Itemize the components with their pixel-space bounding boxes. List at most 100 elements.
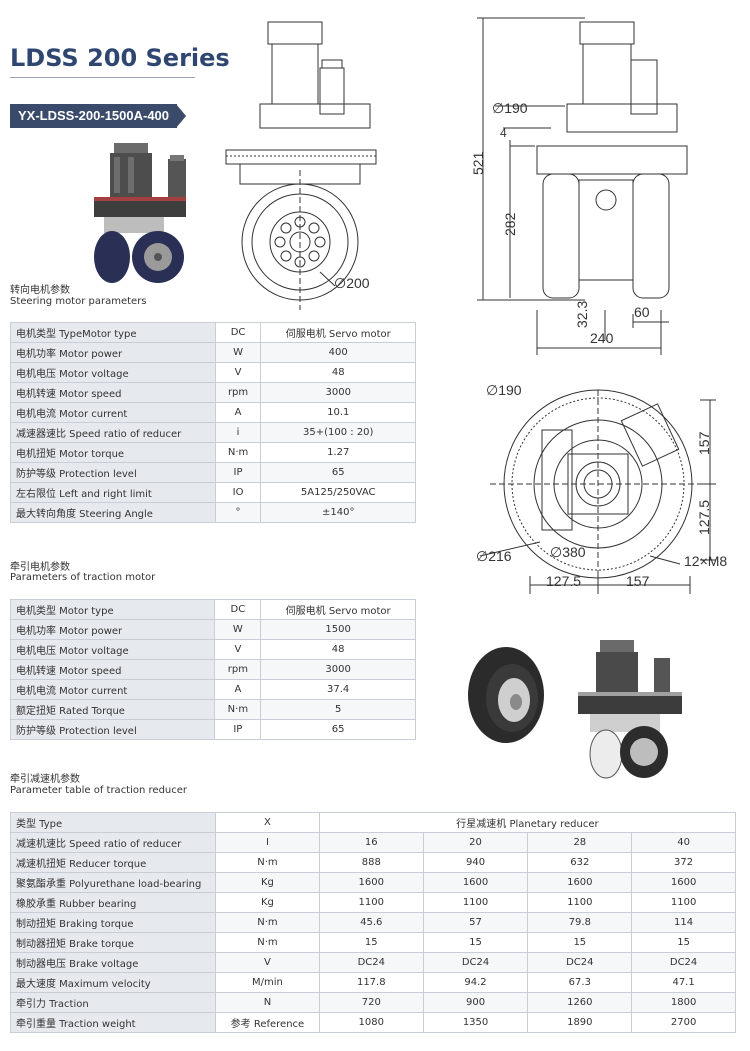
row-value: 65: [260, 462, 416, 483]
row-unit: A: [214, 402, 262, 423]
row-value: 1100: [631, 892, 736, 913]
row-label: 制动器扭矩 Brake torque: [10, 932, 216, 953]
row-unit: rpm: [214, 659, 262, 680]
side-wheel-width: 60: [634, 304, 650, 320]
top-ring-diameter: ∅380: [550, 544, 586, 560]
row-value: 400: [260, 342, 416, 363]
row-value: 15: [318, 932, 424, 953]
row-value: 伺服电机 Servo motor: [260, 322, 416, 343]
row-label: 聚氨酯承重 Polyurethane load-bearing: [10, 872, 216, 893]
reducer-title-en: Parameter table of traction reducer: [10, 785, 188, 796]
row-value: 3000: [260, 382, 416, 403]
row-value: 1600: [422, 872, 529, 893]
row-value: 37.4: [260, 679, 416, 700]
row-label: 电机电压 Motor voltage: [10, 362, 216, 383]
side-view-drawing: [477, 17, 688, 355]
row-label: 电机电流 Motor current: [10, 402, 216, 423]
row-value: 372: [631, 852, 736, 873]
row-value: 1600: [318, 872, 424, 893]
row-unit: V: [214, 952, 320, 973]
steering-title-cn: 转向电机参数: [10, 285, 70, 296]
row-label: 电机功率 Motor power: [10, 342, 216, 363]
row-value: 720: [318, 992, 424, 1013]
row-label: 减速机扭矩 Reducer torque: [10, 852, 216, 873]
row-value: 35+(100 : 20): [260, 422, 416, 443]
product-photo-drive-wheel: [94, 143, 186, 283]
row-label: 电机电流 Motor current: [9, 679, 216, 700]
row-unit: N·m: [214, 912, 320, 933]
row-value: ±140°: [260, 502, 416, 523]
row-label: 额定扭矩 Rated Torque: [9, 699, 216, 720]
row-value: 94.2: [422, 972, 529, 993]
row-value: DC24: [422, 952, 529, 973]
side-bottom-offset: 32.3: [574, 300, 590, 328]
row-value: 1100: [318, 892, 424, 913]
badge-arrow: [176, 104, 186, 128]
row-value: 57: [422, 912, 529, 933]
row-label: 橡胶承重 Rubber bearing: [10, 892, 216, 913]
title-divider: [10, 77, 195, 78]
row-unit: N·m: [214, 442, 262, 463]
row-unit: IP: [214, 719, 262, 740]
header-unit: X: [214, 812, 320, 833]
header-label: 类型 Type: [10, 812, 216, 833]
row-value: 900: [422, 992, 529, 1013]
row-unit: V: [214, 362, 262, 383]
row-value: 5A125/250VAC: [260, 482, 416, 503]
row-value: 16: [318, 832, 424, 853]
row-label: 减速器速比 Speed ratio of reducer: [10, 422, 216, 443]
row-unit: A: [214, 679, 262, 700]
row-label: 防护等级 Protection level: [10, 462, 216, 483]
row-unit: N·m: [214, 932, 320, 953]
row-value: 3000: [260, 659, 416, 680]
row-label: 电机类型 TypeMotor type: [10, 322, 216, 343]
model-code-badge: YX-LDSS-200-1500A-400: [10, 104, 178, 128]
product-photo-tire: [468, 647, 544, 743]
row-unit: W: [214, 619, 262, 640]
row-label: 减速机速比 Speed ratio of reducer: [10, 832, 216, 853]
row-value: 114: [631, 912, 736, 933]
row-value: DC24: [318, 952, 424, 973]
row-unit: N: [214, 992, 320, 1013]
row-value: 5: [260, 699, 416, 720]
row-value: 1500: [260, 619, 416, 640]
table-row: 最大转向角度 Steering Angle°±140°: [10, 502, 416, 523]
row-unit: IP: [214, 462, 262, 483]
row-unit: IO: [214, 482, 262, 503]
row-value: 1350: [422, 1012, 529, 1033]
row-value: 40: [631, 832, 736, 853]
top-bottom-right-dimension: 157: [626, 573, 650, 589]
side-gap-dimension: 4: [500, 126, 507, 140]
row-value: DC24: [631, 952, 736, 973]
side-motor-diameter: ∅190: [492, 100, 528, 116]
row-value: 1890: [527, 1012, 633, 1033]
header-type-value: 行星减速机 Planetary reducer: [318, 812, 737, 833]
row-value: 65: [260, 719, 416, 740]
row-value: 940: [422, 852, 529, 873]
row-value: 632: [527, 852, 633, 873]
top-right-lower-dimension: 127.5: [696, 499, 712, 535]
row-value: DC24: [527, 952, 633, 973]
side-total-width: 240: [590, 330, 614, 346]
row-value: 伺服电机 Servo motor: [260, 599, 416, 620]
row-value: 1.27: [260, 442, 416, 463]
row-label: 最大转向角度 Steering Angle: [10, 502, 216, 523]
row-label: 牵引力 Traction: [10, 992, 216, 1013]
